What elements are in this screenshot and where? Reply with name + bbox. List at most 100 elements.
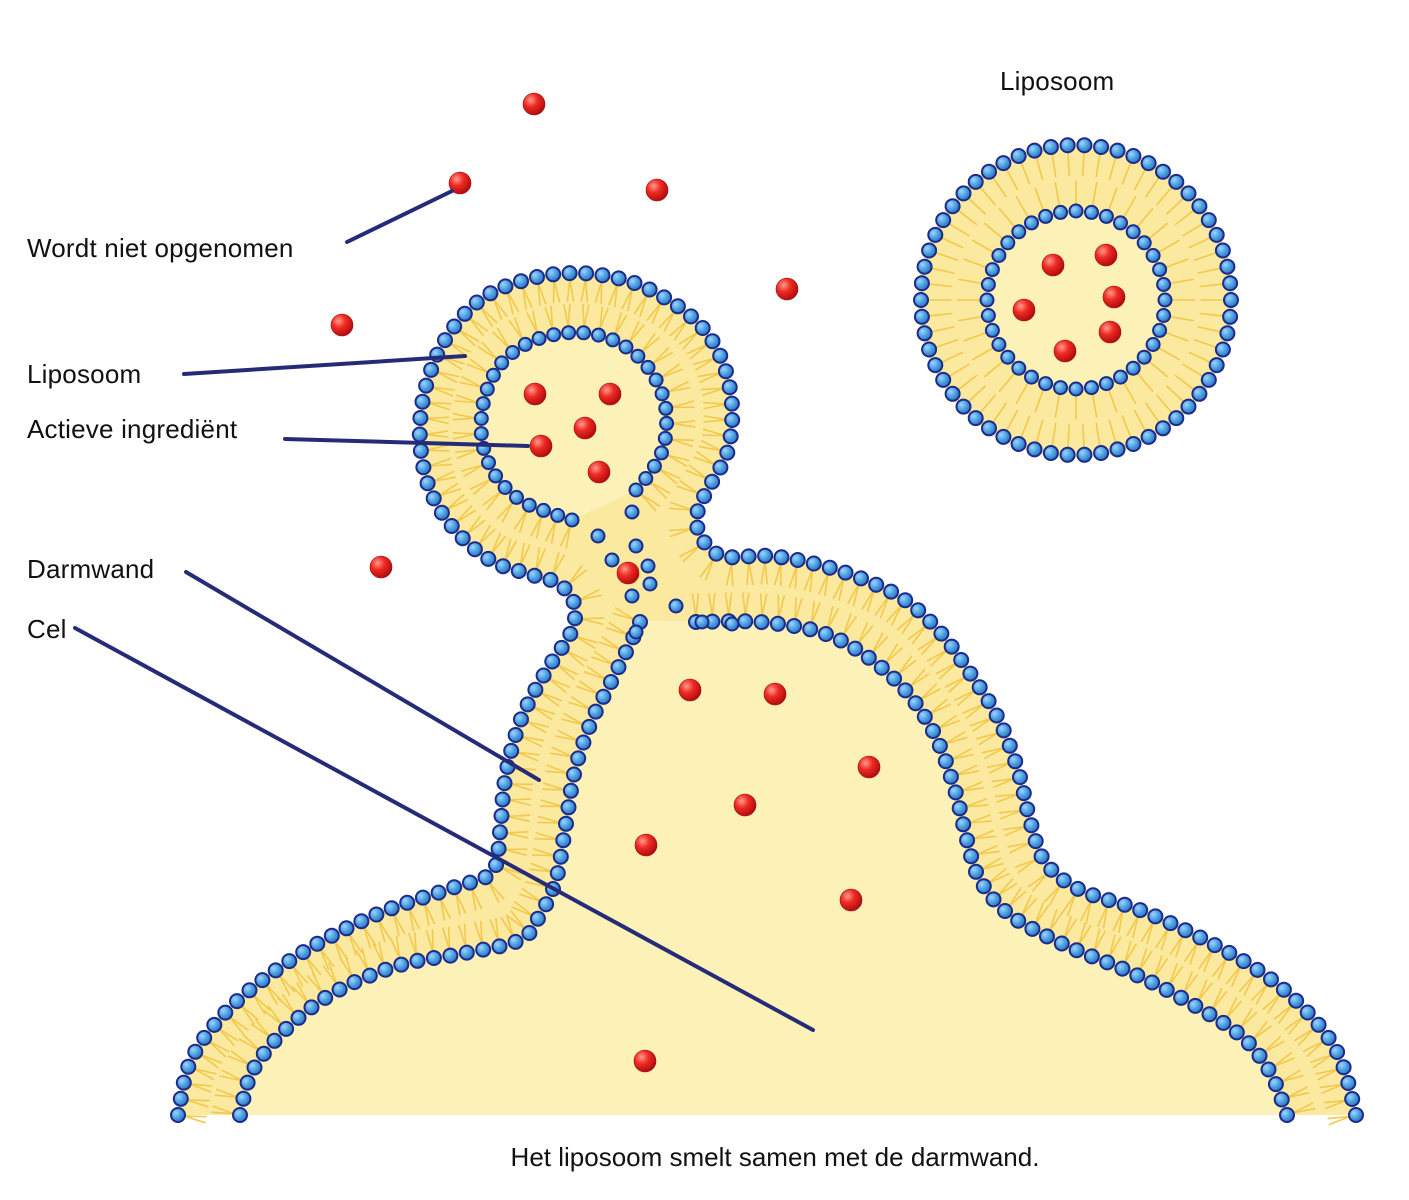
cell-outer-membrane-head — [971, 679, 988, 696]
cell-outer-membrane-head — [1288, 992, 1305, 1009]
leader-lines — [73, 189, 815, 1032]
cell-inner-membrane-tail — [1225, 997, 1238, 1019]
liposome-right-inner-membrane-tail — [1164, 258, 1189, 269]
liposome-left-inner-membrane-tail — [455, 394, 479, 404]
cell-outer-membrane-head — [412, 410, 429, 426]
cell-outer-membrane-tail — [633, 294, 648, 315]
cell-outer-membrane-tail — [698, 445, 723, 452]
liposome-left-inner-membrane-tail — [671, 422, 696, 428]
cell-outer-membrane-head — [497, 278, 514, 295]
cell-inner-membrane-tail — [535, 832, 559, 841]
liposome-right-outer-membrane-head — [1155, 420, 1171, 437]
liposome-right-outer-membrane-tail — [1082, 423, 1085, 450]
liposome-right-outer-membrane-tail — [1095, 422, 1101, 448]
liposome-left-inner-membrane-tail — [454, 449, 479, 454]
cell-inner-membrane-tail — [857, 625, 874, 645]
cell-outer-membrane-tail — [477, 524, 492, 546]
cell-outer-membrane-tail — [1217, 957, 1228, 980]
liposome-right-inner-membrane-tail — [1034, 388, 1045, 413]
cell-outer-membrane-tail — [578, 588, 600, 601]
cell-outer-membrane-tail — [962, 703, 985, 714]
cell-outer-membrane-tail — [1317, 1068, 1339, 1081]
cell-outer-membrane-tail — [921, 636, 938, 655]
cell-inner-membrane-tail — [707, 592, 714, 617]
cell-inner-membrane-head — [860, 649, 877, 666]
liposome-left-inner-membrane-tail — [496, 501, 514, 520]
liposome-right-inner-membrane-tail — [1122, 381, 1137, 404]
cell-outer-membrane-tail — [506, 814, 531, 818]
cell-inner-membrane-tail — [919, 688, 941, 701]
liposome-right-inner-membrane-tail — [1168, 315, 1194, 322]
cell-outer-membrane-tail — [466, 519, 486, 535]
cell-inner-membrane-tail — [390, 937, 401, 960]
cell-inner-membrane-head — [1024, 920, 1041, 937]
cell-outer-membrane-head — [1015, 785, 1032, 802]
liposome-right-inner-membrane-head — [1145, 337, 1161, 352]
cell-outer-membrane-tail — [688, 464, 708, 480]
cell-outer-membrane-tail — [1324, 1099, 1348, 1110]
cell-outer-membrane-tail — [1112, 909, 1124, 932]
liposome-right-outer-membrane-tail — [966, 196, 987, 215]
cell-outer-membrane-tail — [725, 562, 733, 586]
cell-inner-membrane-head — [959, 832, 976, 849]
fusion-zone-head — [694, 614, 710, 630]
liposome-right-inner-membrane-tail — [1091, 182, 1098, 208]
liposome-right-outer-membrane-tail — [1174, 209, 1196, 226]
fusion-zone-head — [642, 576, 658, 592]
liposome-right-outer-membrane-tail — [1145, 402, 1161, 425]
cell-outer-membrane-tail — [552, 554, 566, 576]
cell-outer-membrane-head — [526, 567, 543, 584]
liposome-left-inner-membrane-tail — [582, 303, 585, 328]
cell-outer-membrane-tail — [702, 401, 727, 405]
cell-inner-membrane-tail — [964, 798, 988, 808]
cell-outer-membrane-tail — [1146, 921, 1154, 945]
cell-outer-membrane-tail — [847, 583, 860, 605]
cell-outer-membrane-head — [196, 1029, 213, 1046]
cell-outer-membrane-tail — [468, 317, 484, 337]
cell-outer-membrane-head — [513, 273, 529, 290]
cell-inner-membrane-tail — [268, 1005, 283, 1026]
cell-outer-membrane-head — [897, 592, 914, 609]
cell-inner-membrane-tail — [291, 985, 309, 1004]
liposome-right-outer-membrane-tail — [929, 326, 955, 333]
cell-outer-membrane-tail — [427, 401, 451, 411]
cell-outer-membrane-tail — [944, 676, 967, 688]
liposome-left-inner-membrane-tail — [628, 321, 640, 343]
cell-inner-membrane-tail — [495, 917, 500, 942]
cell-inner-membrane-head — [925, 723, 941, 739]
cell-outer-membrane-tail — [1319, 1083, 1344, 1089]
cell-outer-membrane-tail — [695, 357, 716, 371]
cell-inner-membrane-tail — [214, 1094, 239, 1099]
cell-outer-membrane-head — [187, 1043, 204, 1060]
cell-outer-membrane-tail — [879, 596, 890, 619]
cell-outer-membrane-tail — [696, 451, 716, 466]
leader-line-liposome — [182, 354, 467, 376]
cell-outer-membrane-tail — [1212, 957, 1228, 977]
cell-outer-membrane-head — [462, 874, 478, 891]
liposome-left-inner-membrane-tail — [492, 331, 510, 349]
cell-outer-membrane-head — [241, 982, 258, 999]
cell-outer-membrane-tail — [532, 706, 553, 721]
cell-inner-membrane-tail — [929, 698, 948, 715]
cell-outer-membrane-tail — [1251, 983, 1269, 1001]
liposome-right-inner-membrane-head — [1098, 208, 1114, 224]
liposome-right-outer-membrane-head — [1076, 137, 1093, 154]
cell-inner-membrane-head — [916, 708, 933, 725]
liposome-left-inner-membrane-head — [657, 430, 673, 446]
active-ingredient-particle — [763, 682, 787, 706]
cell-outer-membrane-head — [368, 906, 385, 923]
liposome-right-outer-membrane-head — [955, 185, 972, 202]
cell-outer-membrane-head — [1069, 880, 1086, 897]
liposome-left-inner-membrane-tail — [559, 524, 572, 547]
cell-inner-membrane-tail — [1020, 898, 1037, 917]
cell-outer-membrane-head — [466, 541, 483, 558]
cell-outer-membrane-tail — [424, 433, 449, 438]
cell-inner-membrane-tail — [1272, 1052, 1293, 1068]
liposome-left-inner-membrane-head — [546, 327, 562, 343]
cell-inner-membrane-tail — [744, 592, 750, 617]
cell-outer-membrane-head — [805, 555, 822, 572]
cell-inner-membrane-tail — [489, 918, 500, 942]
cell-outer-membrane-head — [513, 711, 529, 728]
active-ingredient-particle — [448, 171, 472, 195]
cell-outer-membrane-head — [338, 920, 355, 937]
